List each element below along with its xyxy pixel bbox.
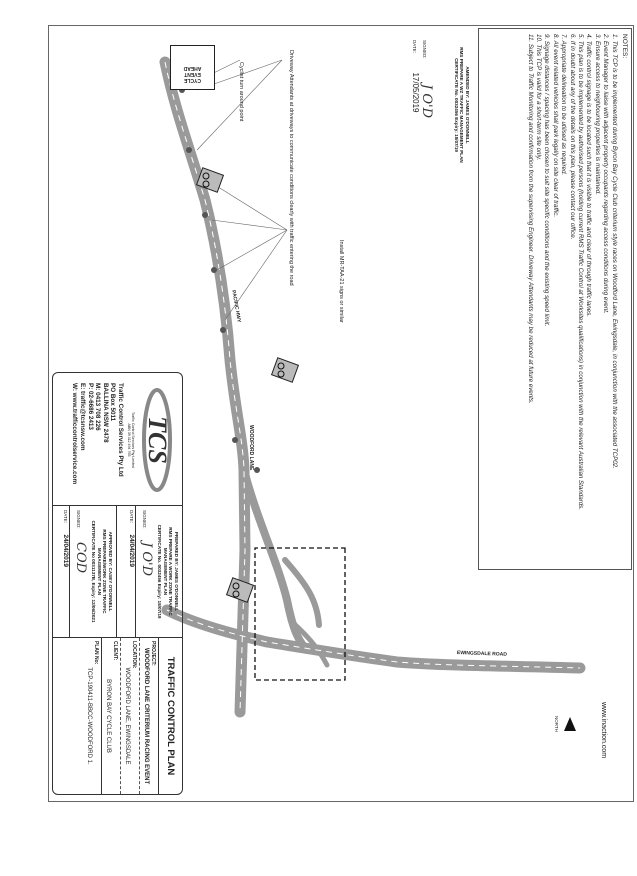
prepared-cert-type-2: MANAGEMENT PLAN (162, 547, 168, 596)
approved-cert-type-2: MANAGEMENT PLAN (96, 547, 102, 596)
prepared-section: PREPARED BY: JAMES O'DONNELL RMS PREPARE… (116, 506, 182, 637)
ewingsdale-road (161, 604, 586, 674)
driveway-leader-lines (178, 59, 288, 321)
sign-line: AHEAD (183, 65, 202, 71)
website-label: www.inaction.com (600, 702, 607, 759)
company-block: TCS Traffic Control Services Pty Limited… (52, 372, 183, 505)
woodford-lane-road (240, 466, 311, 654)
signature: J O'D (138, 542, 154, 577)
svg-text:TCS: TCS (143, 416, 172, 464)
client-value: BYRON BAY CYCLE CLUB (101, 638, 112, 794)
signed-label: SIGNED: (141, 510, 147, 529)
driveway-attendants (179, 87, 260, 473)
cyclist-sign (225, 577, 255, 603)
project-label: PROJECT: (150, 641, 156, 666)
woodford-lane-label: WOODFORD LANE (248, 425, 254, 471)
company-logo: TCS Traffic Control Services Pty Limited… (127, 385, 174, 495)
logo-subtitle: Traffic Control Services Pty Limited (131, 412, 135, 468)
date-label: DATE: (128, 510, 134, 523)
signature: COD (72, 542, 88, 574)
side-road (287, 617, 330, 668)
approved-section: APPROVED BY: CASEY O'DONNELL RMS PREPARE… (51, 506, 116, 637)
plan-no-label: PLAN No: (93, 641, 99, 665)
plan-title: TRAFFIC CONTROL PLAN (158, 638, 182, 794)
cyclist-sign (195, 167, 225, 193)
sign-line: EVENT (184, 71, 201, 77)
install-signs-label: Install MR-TAA-21 signs or similar (338, 240, 344, 323)
client-label: CLIENT: (112, 641, 118, 661)
project-value: WOODFORD LANE CRITERIUM RACING EVENT (139, 638, 150, 794)
prepared-approved-block: PREPARED BY: JAMES O'DONNELL RMS PREPARE… (52, 505, 183, 637)
date-value: 24/04/2019 (127, 534, 135, 567)
approved-cert-type: RMS PREPARE/WORK ZONE TRAFFIC (102, 529, 108, 614)
company-city: BALLINA NSW 2478 (101, 383, 109, 443)
work-area-dashed-box (254, 547, 346, 681)
company-email: E: traffic@tcsnsw.com (79, 383, 87, 451)
turnaround-label: Cyclist turn around point (238, 62, 244, 122)
company-website: W: www.trafficcontrolservice.com (71, 383, 79, 485)
prepared-cert-no: CERTIFICATE No. 0032456 Expiry: 18/07/19 (157, 524, 163, 619)
company-name: Traffic Control Services Pty Ltd (117, 383, 124, 477)
plan-no-value: TCP-190411-BBCC-WOODFORD 1. (86, 667, 92, 765)
company-mobile: M: 0413 708 226 (94, 383, 102, 431)
logo-abn: ABN 39 112 494 765 (127, 423, 131, 457)
north-label: NORTH (554, 716, 559, 732)
date-label: DATE: (62, 510, 68, 523)
title-block: TRAFFIC CONTROL PLAN PROJECT: WOODFORD L… (52, 637, 183, 795)
date-value: 24/04/2019 (61, 534, 69, 567)
driveway-attendants-label: Driveway Attendants at driveways to comm… (288, 50, 294, 286)
prepared-cert-type: RMS PREPARE A WORK ZONE TRAFFIC (168, 527, 174, 616)
approved-cert-no: CERTIFICATE No 0031137B, Expiry: 12/06/2… (91, 520, 97, 623)
prepared-by: PREPARED BY: JAMES O'DONNELL (174, 531, 179, 612)
side-road (282, 557, 322, 628)
cycle-event-ahead-sign: CYCLE EVENT AHEAD (170, 45, 215, 90)
cyclist-sign (270, 357, 300, 383)
location-value: WOODFORD LANE, EWINGSDALE (120, 638, 131, 794)
location-label: LOCATION: (131, 641, 137, 669)
sign-line: CYCLE (184, 77, 201, 83)
signed-label: SIGNED: (75, 510, 81, 529)
approved-by: APPROVED BY: CASEY O'DONNELL (108, 531, 113, 612)
company-phone: P: 02-6686 2413 (86, 383, 94, 430)
tcs-logo-icon: TCS (142, 388, 172, 492)
north-arrow-icon (564, 717, 576, 731)
company-po-box: PO Box 5011 (109, 383, 117, 422)
